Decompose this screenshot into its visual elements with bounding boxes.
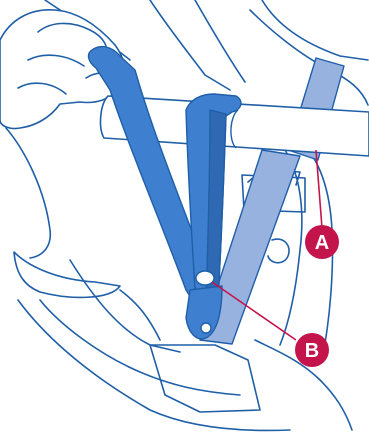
callout-b-label: B <box>305 340 319 362</box>
callout-a: A <box>305 225 339 259</box>
callout-a-label: A <box>315 232 329 254</box>
tether-anchor-hole <box>201 323 211 333</box>
tether-buckle-ring <box>196 271 214 285</box>
callout-b: B <box>295 333 329 367</box>
